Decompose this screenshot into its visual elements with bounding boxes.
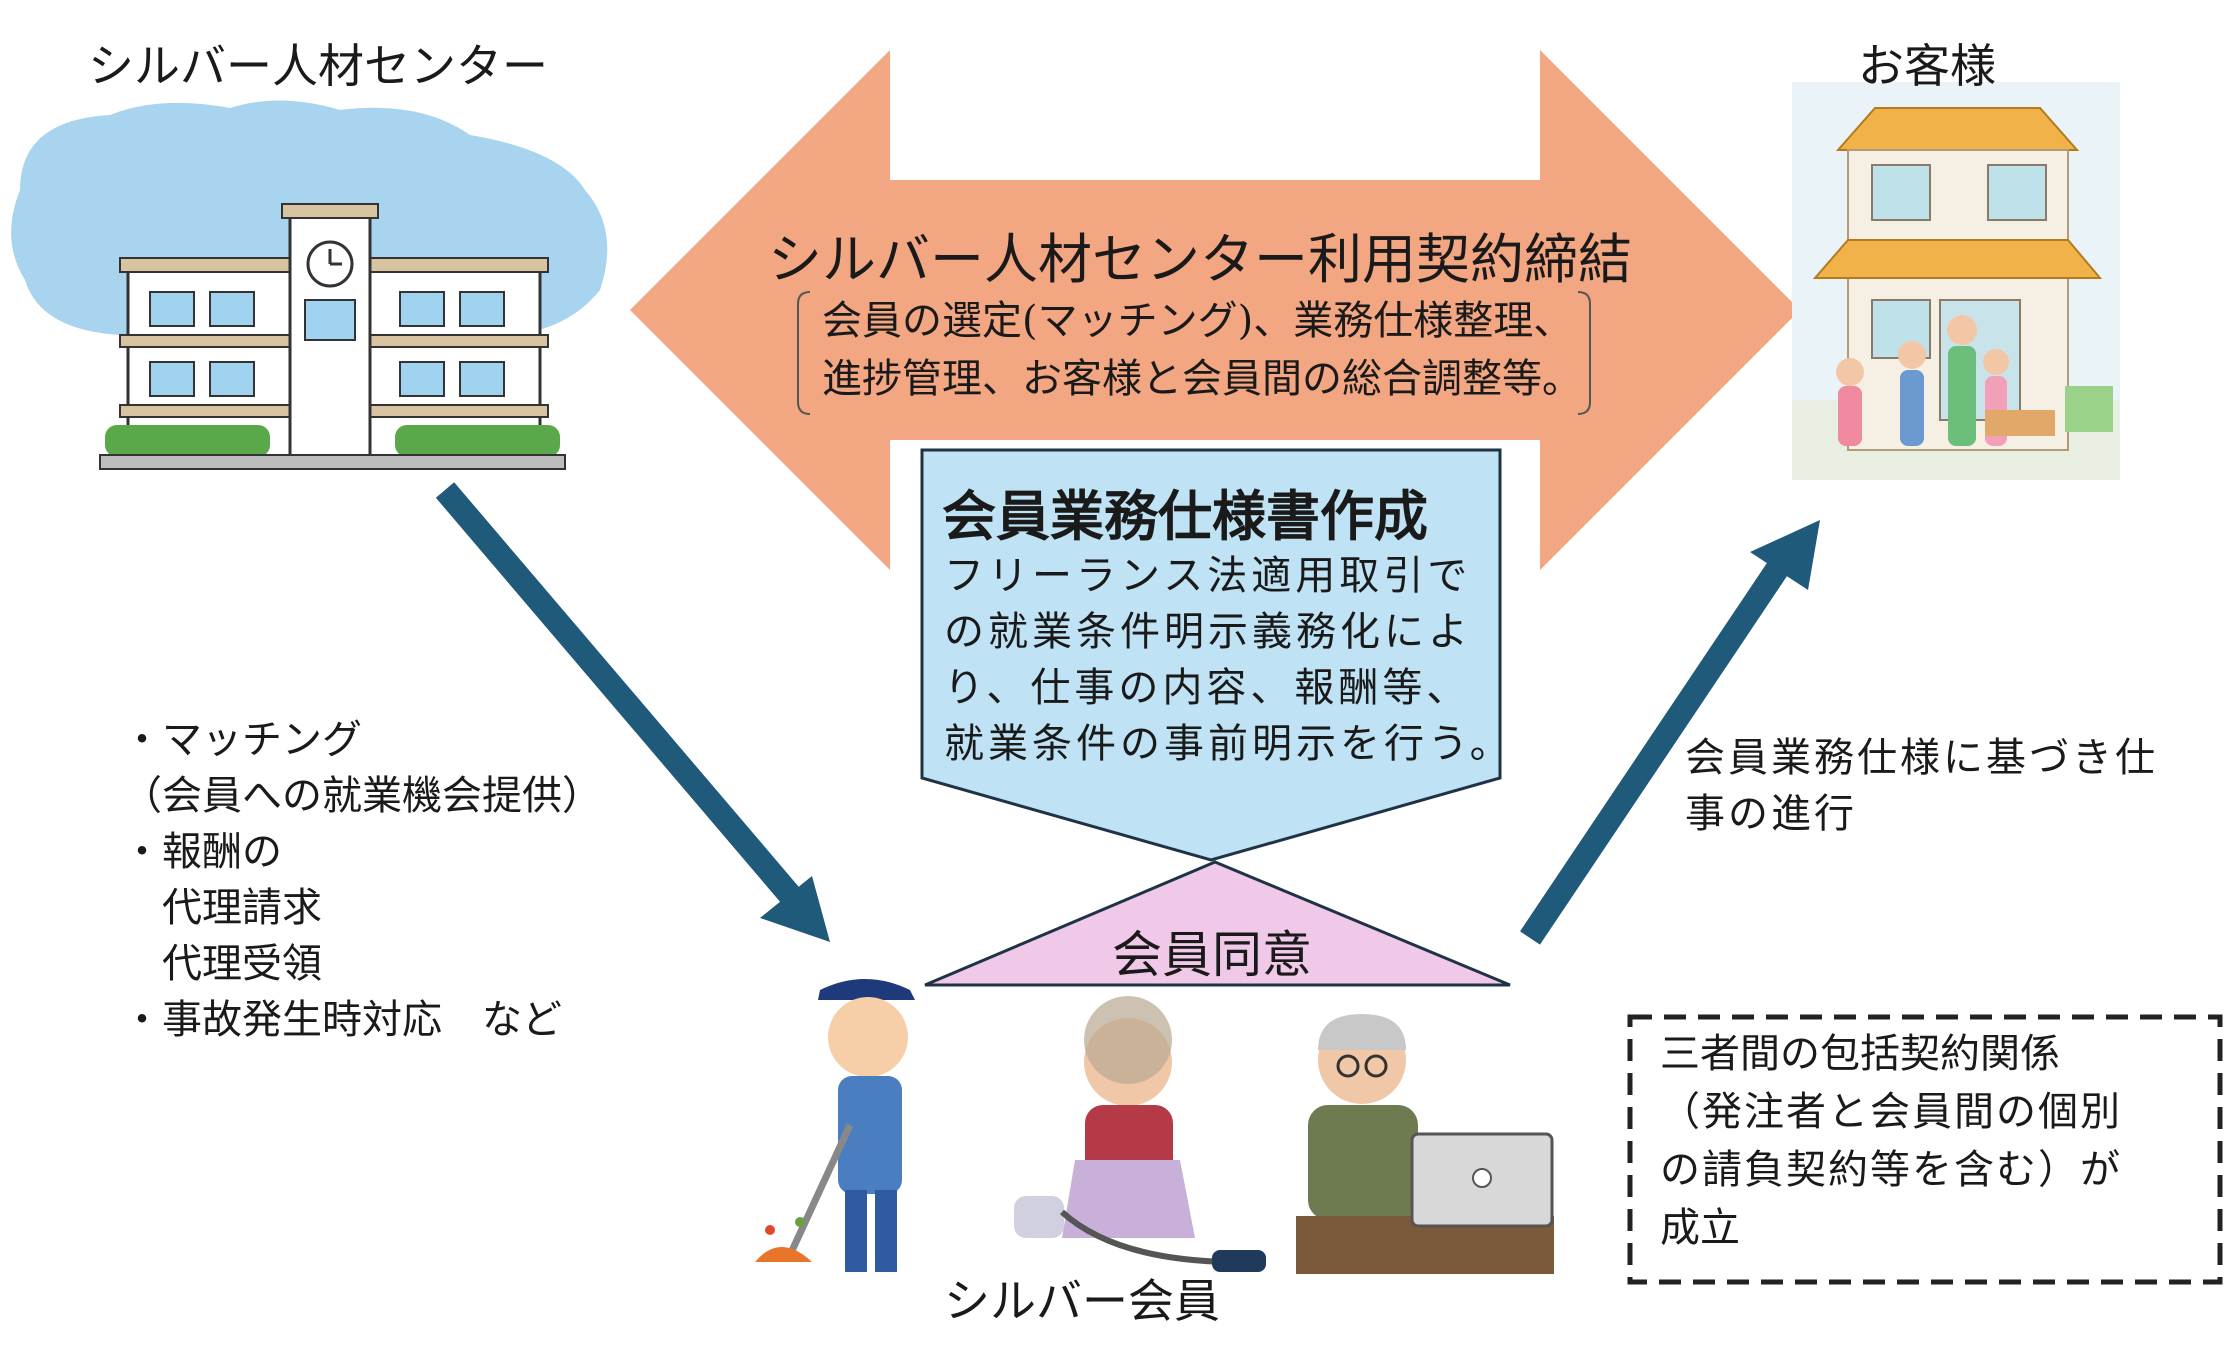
member-vacuum-icon xyxy=(1014,996,1266,1272)
contract-title: シルバー人材センター利用契約締結 xyxy=(768,228,1632,291)
right-note-line-1: 会員業務仕様に基づき仕 xyxy=(1685,735,2158,781)
contract-double-arrow xyxy=(630,50,1800,570)
spec-body: フリーランス法適用取引で の就業条件明示義務化によ り、仕事の内容、報酬等、 就… xyxy=(944,548,1514,772)
note-fee-claim: 代理請求 xyxy=(122,885,322,931)
spec-line-3: り、仕事の内容、報酬等、 xyxy=(944,665,1471,711)
center-label: シルバー人材センター xyxy=(88,39,548,93)
spec-line-1: フリーランス法適用取引で xyxy=(944,553,1472,599)
contract-detail-line-1: 会員の選定(マッチング)、業務仕様整理、 xyxy=(822,298,1574,344)
note-matching: ・マッチング xyxy=(122,717,362,763)
customer-label: お客様 xyxy=(1858,39,1996,93)
box-line-1: 三者間の包括契約関係 xyxy=(1660,1031,2060,1077)
spec-line-4: 就業条件の事前明示を行う。 xyxy=(944,721,1514,767)
box-line-4: 成立 xyxy=(1660,1205,1740,1251)
progress-arrow xyxy=(1520,520,1820,945)
spec-pentagon xyxy=(920,448,1502,862)
detail-bracket-left xyxy=(797,291,811,415)
center-building-icon xyxy=(11,100,608,470)
member-laptop-icon xyxy=(1296,1014,1554,1274)
note-accident: ・事故発生時対応 など xyxy=(122,997,562,1043)
contract-relation-box xyxy=(1627,1014,2223,1285)
contract-detail: 会員の選定(マッチング)、業務仕様整理、 進捗管理、お客様と会員間の総合調整等。 xyxy=(822,292,1582,408)
box-line-2: （発注者と会員間の個別 xyxy=(1660,1089,2122,1135)
note-fee: ・報酬の xyxy=(122,829,282,875)
members-label: シルバー会員 xyxy=(944,1274,1220,1328)
consent-triangle xyxy=(924,860,1511,987)
left-notes: ・マッチング （会員への就業機会提供） ・報酬の 代理請求 代理受領 ・事故発生… xyxy=(122,712,602,1048)
contract-relation-text: 三者間の包括契約関係 （発注者と会員間の個別 の請負契約等を含む）が 成立 xyxy=(1660,1025,2122,1257)
consent-label: 会員同意 xyxy=(1112,926,1312,984)
member-worker-icon xyxy=(755,979,915,1272)
dispatch-arrow xyxy=(435,482,830,942)
spec-title: 会員業務仕様書作成 xyxy=(942,484,1428,548)
right-note: 会員業務仕様に基づき仕 事の進行 xyxy=(1685,730,2158,842)
right-note-line-2: 事の進行 xyxy=(1685,791,1857,837)
note-matching-detail: （会員への就業機会提供） xyxy=(122,773,602,819)
box-line-3: の請負契約等を含む）が xyxy=(1660,1147,2122,1193)
note-fee-receipt: 代理受領 xyxy=(122,941,322,987)
spec-line-2: の就業条件明示義務化によ xyxy=(944,609,1472,655)
detail-bracket-right xyxy=(1577,291,1591,415)
contract-detail-line-2: 進捗管理、お客様と会員間の総合調整等。 xyxy=(822,356,1582,402)
customer-house-icon xyxy=(1792,82,2120,480)
